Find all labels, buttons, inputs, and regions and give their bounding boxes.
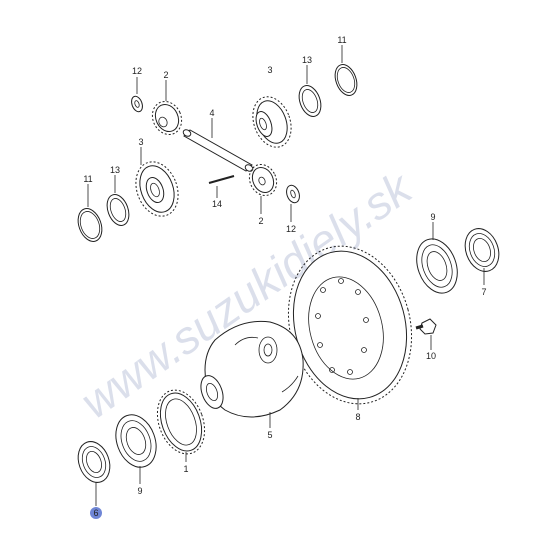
callout-8: 8 <box>355 412 360 422</box>
callout-12-top: 12 <box>132 66 142 76</box>
shim-11a <box>334 64 358 96</box>
callout-1: 1 <box>183 464 188 474</box>
callout-2-lower: 2 <box>258 216 263 226</box>
washer-13a <box>298 85 322 117</box>
pinion-shaft-4 <box>182 129 254 172</box>
callout-11-top: 11 <box>337 35 346 45</box>
highlight-marker[interactable] <box>90 507 102 519</box>
callout-2-top: 2 <box>163 70 168 80</box>
callout-3-left: 3 <box>138 137 143 147</box>
callout-14: 14 <box>212 199 222 209</box>
callout-7: 7 <box>481 287 486 297</box>
differential-case-5 <box>200 320 304 418</box>
sensor-ring-1 <box>156 389 206 455</box>
callout-9-right: 9 <box>430 212 435 222</box>
thrust-washer-12a <box>131 95 143 113</box>
callout-3-top: 3 <box>267 65 272 75</box>
side-gear-3b <box>135 161 179 217</box>
callout-12-lower: 12 <box>286 224 296 234</box>
washer-13b <box>106 194 130 226</box>
bearing-9b <box>115 414 157 468</box>
oil-seal-6 <box>77 441 111 483</box>
lock-pin-14 <box>208 175 235 184</box>
pinion-gear-2a <box>151 100 183 136</box>
side-gear-3a <box>252 96 292 148</box>
pinion-gear-2b <box>248 163 278 197</box>
callout-13-top: 13 <box>302 55 312 65</box>
thrust-washer-12b <box>286 184 300 204</box>
callout-5: 5 <box>267 430 272 440</box>
ring-gear-8 <box>287 245 413 405</box>
callout-9-left: 9 <box>137 486 142 496</box>
oil-seal-7 <box>464 228 500 272</box>
callout-13-left: 13 <box>110 165 120 175</box>
shim-11b <box>77 208 103 242</box>
callout-6: 6 <box>93 508 98 518</box>
callout-10: 10 <box>426 351 436 361</box>
bolt-10 <box>415 318 437 335</box>
callout-4: 4 <box>209 108 214 118</box>
bearing-9a <box>416 238 458 294</box>
callout-11-left: 11 <box>83 174 92 184</box>
